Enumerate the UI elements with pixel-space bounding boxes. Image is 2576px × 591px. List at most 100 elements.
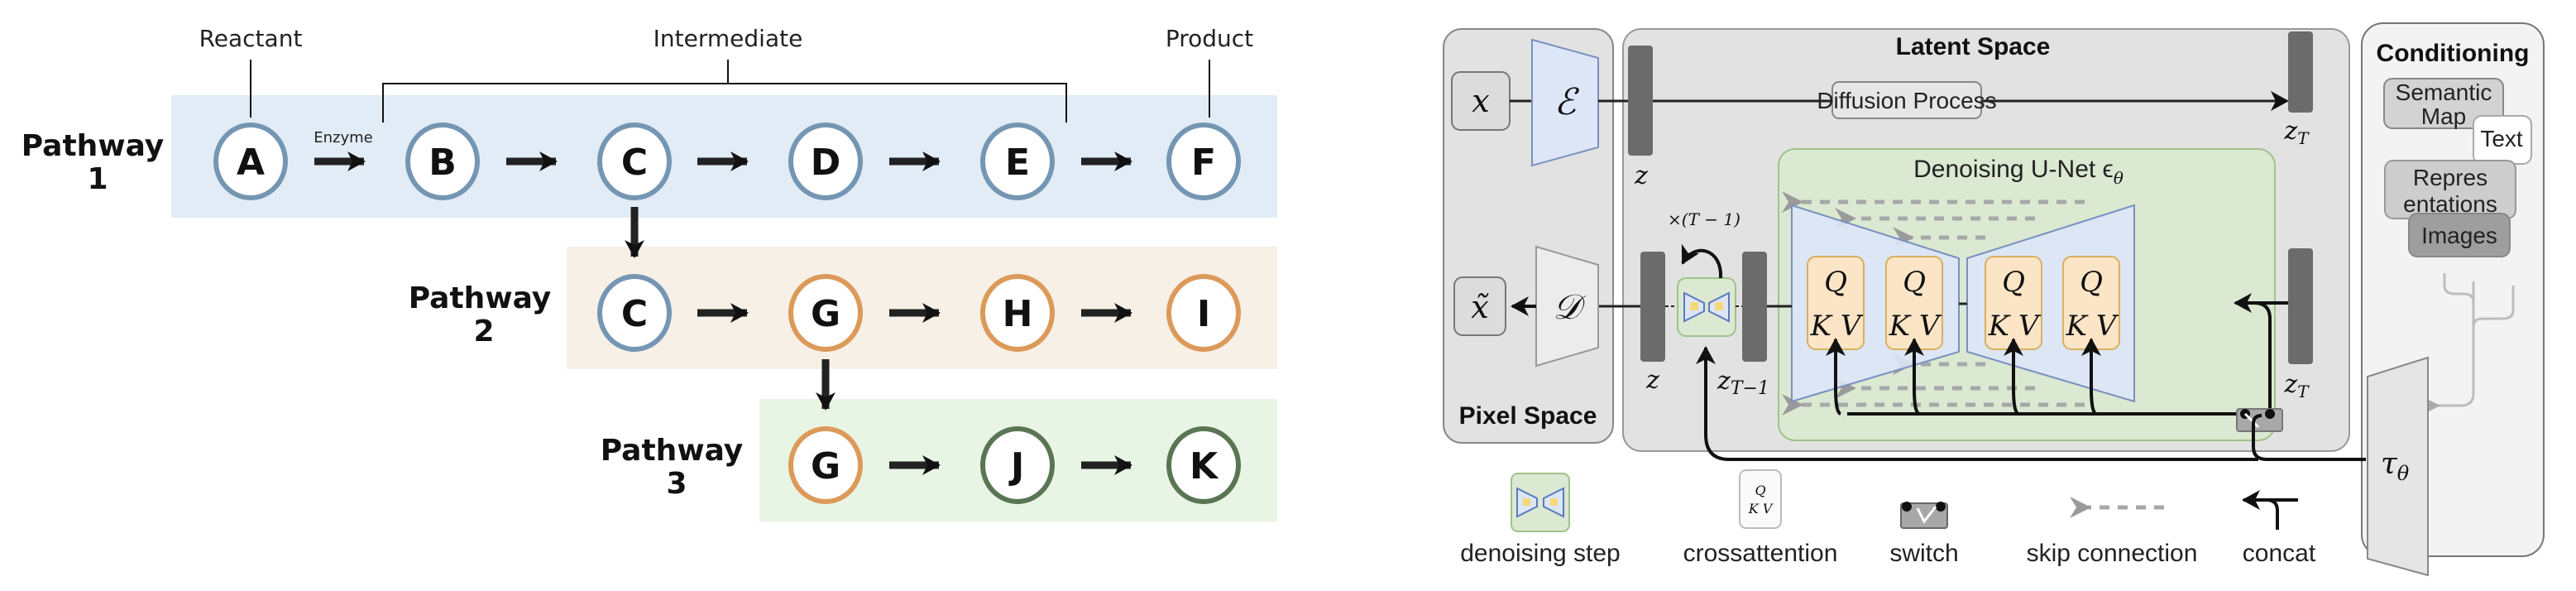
legend-switch-node [1936, 502, 1946, 512]
qkv-q: Q [2002, 266, 2025, 299]
switch-concat-line [2235, 301, 2272, 414]
node-circle [1166, 274, 1241, 352]
reactant-label: Reactant [199, 25, 303, 52]
legend-q: Q [1755, 483, 1765, 498]
switch-icon [1900, 502, 1948, 529]
node-label: E [1005, 142, 1030, 184]
tau-to-switch-line [2252, 414, 2366, 461]
tau-symbol: τθ [2381, 447, 2410, 485]
legend-label: crossattention [1683, 540, 1838, 567]
node-label: J [1008, 445, 1024, 488]
latent-space-title: Latent Space [1896, 33, 2051, 60]
legend-item-skip-connection: skip connection [2027, 497, 2197, 567]
qkv-block: Q K V [1885, 256, 1943, 416]
qkv-kv: K V [1889, 310, 1942, 343]
skip-connections [1782, 191, 2085, 416]
pathway-1-label: Pathway [22, 129, 164, 163]
node-g: G [788, 426, 863, 504]
switch-lever [2243, 412, 2260, 429]
latent-zT-label-bottom: zT [2283, 370, 2310, 401]
legend-item-switch: switch [1889, 502, 1959, 567]
latent-zT1-label: zT−1 [1717, 367, 1769, 399]
node-circle [213, 123, 288, 200]
node-circle [597, 274, 672, 352]
qkv-q: Q [2080, 266, 2103, 299]
conditioning-merge-arrow [2422, 327, 2475, 415]
semantic-map-label-2: Map [2421, 103, 2466, 129]
node-i: I [1166, 274, 1241, 352]
loop-arrow [1681, 243, 1723, 279]
loop-label: ×(T − 1) [1668, 209, 1740, 229]
legend-dot [1550, 498, 1558, 506]
denoising-step-dot [1715, 302, 1723, 310]
node-circle [1166, 426, 1241, 504]
node-circle [788, 426, 863, 504]
semantic-map-box [2383, 78, 2504, 129]
latent-z-bar-bottom [1640, 252, 1665, 362]
legend-switch-lever [1916, 506, 1937, 524]
node-label: C [621, 293, 648, 335]
legend-label: denoising step [1460, 540, 1620, 567]
encoder-symbol: ℰ [1554, 81, 1580, 123]
legend-item-denoising-step: denoising step [1460, 473, 1621, 567]
encoder-trapezoid [1531, 38, 1599, 167]
node-h: H [980, 274, 1055, 352]
node-circle [597, 123, 672, 200]
legend: denoising step Q K V crossattention swit… [1460, 469, 2316, 567]
intermediate-label: Intermediate [654, 25, 803, 52]
node-circle [980, 123, 1055, 200]
switch-node [2265, 409, 2275, 419]
crossattention-icon [1739, 469, 1782, 529]
node-label: B [429, 142, 457, 184]
node-g: G [788, 274, 863, 352]
input-x-symbol: x [1472, 83, 1489, 119]
legend-switch-node [1902, 502, 1912, 512]
pathway-2-band [567, 247, 1277, 369]
legend-label: switch [1889, 540, 1958, 567]
conditioning-arrow [1826, 338, 1846, 416]
node-c: C [597, 123, 672, 200]
node-label: H [1003, 293, 1033, 335]
qkv-block: QK V [2062, 256, 2120, 416]
qkv-block: QK V [1807, 256, 1865, 416]
unet-title: Denoising U-Net ϵθ [1913, 156, 2124, 188]
node-label: C [621, 142, 648, 184]
legend-dot [1523, 498, 1530, 506]
node-label: I [1197, 293, 1210, 335]
pixel-space-title: Pixel Space [1459, 402, 1597, 430]
pathway-1-band [171, 95, 1277, 218]
latent-zT1-bar [1742, 252, 1767, 362]
representations-label-2: entations [2403, 191, 2497, 217]
node-label: G [811, 293, 840, 335]
latent-z-bar [1628, 46, 1653, 156]
pathway-1-number: 1 [87, 162, 108, 196]
node-circle [405, 123, 480, 200]
node-d: D [788, 123, 863, 200]
product-label: Product [1166, 25, 1253, 52]
enzyme-label: Enzyme [314, 129, 373, 147]
tau-encoder-trapezoid [2367, 356, 2429, 577]
qkv-q: Q [1903, 266, 1926, 299]
diffusion-process-label: Diffusion Process [1817, 88, 1996, 113]
node-label: K [1190, 445, 1219, 488]
node-circle [1166, 123, 1241, 200]
qkv-kv: K V [1988, 310, 2042, 343]
output-x-tilde-symbol: x̃ [1471, 289, 1488, 325]
latent-zT-label-top: zT [2283, 117, 2310, 148]
node-j: J [980, 426, 1055, 504]
decoder-trapezoid [1535, 245, 1599, 368]
intermediate-bracket [382, 83, 1067, 123]
qkv-block: Q K V [1985, 256, 2042, 416]
node-e: E [980, 123, 1055, 200]
node-c: C [597, 274, 672, 352]
pathway-arrows [314, 151, 1132, 475]
semantic-map-label-1: Semantic [2396, 79, 2492, 105]
pathway-3-number: 3 [666, 467, 687, 501]
qkv-kv: K V [1810, 310, 1864, 343]
concat-icon [2242, 490, 2279, 530]
latent-diffusion-diagram: Pixel Space Latent Space Conditioning x … [1443, 22, 2545, 577]
images-box [2408, 213, 2511, 257]
node-circle [980, 274, 1055, 352]
